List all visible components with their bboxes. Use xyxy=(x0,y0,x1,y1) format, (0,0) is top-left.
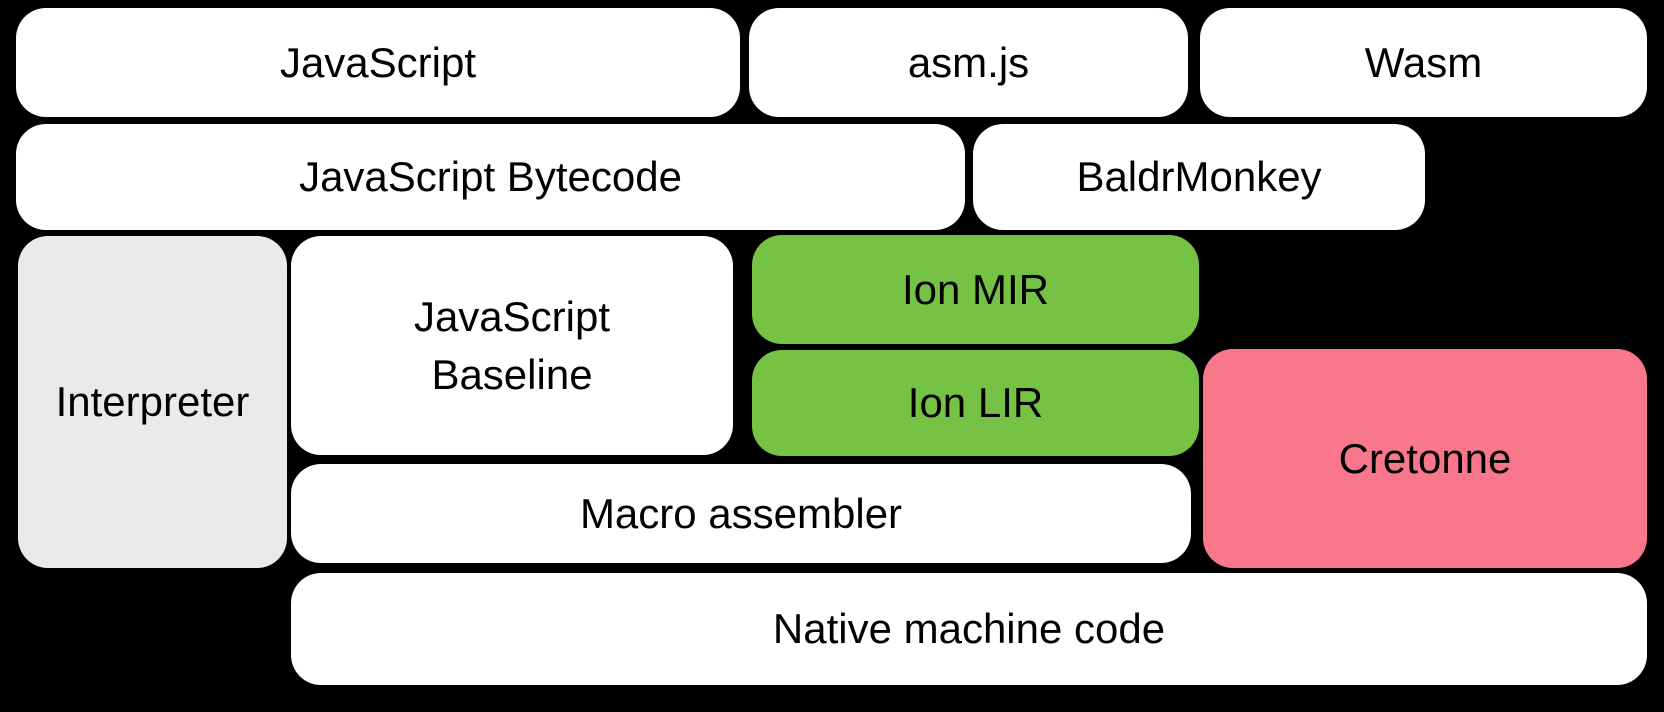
ion-mir-box: Ion MIR xyxy=(752,235,1199,344)
javascript-baseline-box: JavaScript Baseline xyxy=(291,236,733,455)
javascript-bytecode-box: JavaScript Bytecode xyxy=(16,124,965,230)
cretonne-box: Cretonne xyxy=(1203,349,1647,568)
interpreter-box: Interpreter xyxy=(18,236,287,568)
native-machine-code-box: Native machine code xyxy=(291,573,1647,685)
baldrmonkey-box: BaldrMonkey xyxy=(973,124,1425,230)
wasm-box: Wasm xyxy=(1200,8,1647,117)
javascript-box: JavaScript xyxy=(16,8,740,117)
ion-lir-box: Ion LIR xyxy=(752,350,1199,456)
asm-js-box: asm.js xyxy=(749,8,1188,117)
macro-assembler-box: Macro assembler xyxy=(291,464,1191,563)
